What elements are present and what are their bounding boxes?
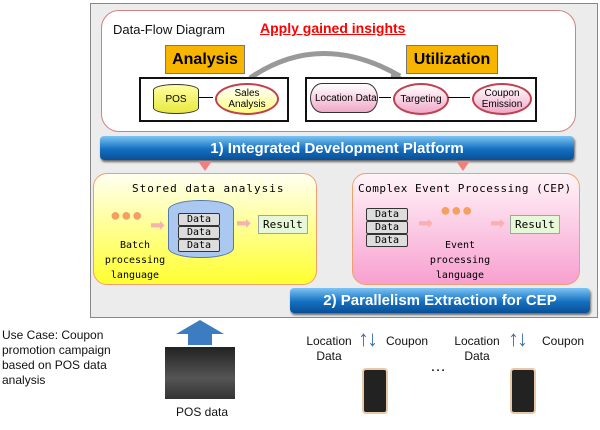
- stored-data-stack: Data Data Data: [178, 213, 220, 252]
- location-data-label: Location Data: [454, 334, 500, 363]
- data-block: Data: [178, 239, 220, 252]
- arrow: [448, 97, 470, 98]
- pos-cylinder: POS: [153, 84, 199, 114]
- parallelism-extraction-bar: 2) Parallelism Extraction for CEP: [290, 288, 590, 313]
- smartphone-icon: [362, 368, 388, 414]
- stored-result: Result: [258, 215, 308, 234]
- integrated-development-platform-bar: 1) Integrated Development Platform: [100, 136, 574, 160]
- coupon-emission-node: Coupon Emission: [472, 83, 532, 115]
- pos-data-label: POS data: [176, 405, 229, 419]
- batch-language-label: Batch processing language: [104, 240, 166, 281]
- event-language-label: Event processing language: [429, 240, 491, 281]
- process-nodes-icon: ●●●: [440, 200, 473, 220]
- process-nodes-icon: ●●●: [110, 205, 143, 225]
- up-arrow-shaft: [188, 333, 212, 345]
- utilization-label: Utilization: [406, 45, 498, 74]
- ellipsis: …: [430, 358, 446, 375]
- arrow: [199, 97, 213, 98]
- cep-data-stack: Data Data Data: [366, 208, 408, 247]
- data-block: Data: [366, 221, 408, 234]
- updown-arrows-icon: ↑↓: [358, 326, 378, 351]
- data-block: Data: [366, 234, 408, 247]
- arrow-icon: ➡: [150, 215, 166, 235]
- up-arrow-icon: [176, 320, 224, 334]
- location-data-cylinder: Location Data: [310, 83, 378, 113]
- down-arrow-icon: [456, 161, 470, 178]
- coupon-label: Coupon: [542, 334, 585, 348]
- arrow: [379, 97, 391, 98]
- data-block: Data: [178, 226, 220, 239]
- arrow-icon: ➡: [418, 213, 434, 233]
- use-case-text: Use Case: Coupon promotion campaign base…: [2, 328, 111, 387]
- location-data-label: Location Data: [306, 334, 352, 363]
- down-arrow-icon: [198, 161, 212, 178]
- data-block: Data: [366, 208, 408, 221]
- updown-arrows-icon: ↑↓: [508, 326, 528, 351]
- apply-insights-label: Apply gained insights: [260, 20, 406, 36]
- analysis-label: Analysis: [165, 45, 245, 74]
- stored-title: Stored data analysis: [132, 182, 285, 195]
- insight-curved-arrow: [248, 51, 406, 80]
- cep-title: Complex Event Processing (CEP): [358, 182, 572, 195]
- arrow-icon: ➡: [490, 213, 506, 233]
- data-block: Data: [178, 213, 220, 226]
- dfd-title: Data-Flow Diagram: [113, 22, 225, 37]
- cep-result: Result: [510, 215, 560, 234]
- sales-analysis-node: Sales Analysis: [215, 83, 279, 115]
- arrow-icon: ➡: [236, 213, 252, 233]
- coupon-label: Coupon: [386, 334, 429, 348]
- targeting-node: Targeting: [393, 83, 449, 115]
- smartphone-icon: [510, 368, 536, 414]
- pos-photo: [165, 347, 235, 399]
